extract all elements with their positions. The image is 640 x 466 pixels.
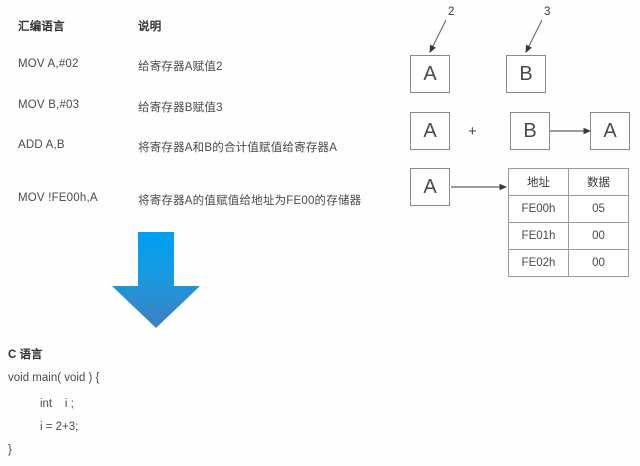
register-box-b-operand: B <box>510 112 550 150</box>
assembly-mnemonic: ADD A,B <box>18 139 65 151</box>
assembly-description: 将寄存器A的值赋值给地址为FE00的存储器 <box>138 195 362 207</box>
down-arrow-icon <box>104 228 208 332</box>
register-label: A <box>423 63 437 85</box>
assembly-row: MOV !FE00h,A 将寄存器A的值赋值给地址为FE00的存储器 <box>0 192 400 212</box>
assembly-col-header-description: 说明 <box>138 21 162 33</box>
c-code-line: void main( void ) { <box>8 372 100 384</box>
c-language-title: C 语言 <box>8 349 43 361</box>
register-box-a-operand: A <box>410 112 450 150</box>
memory-address-cell: FE01h <box>508 222 569 250</box>
plus-operator: + <box>468 123 477 140</box>
assembly-col-header-language: 汇编语言 <box>18 21 65 33</box>
assembly-row: ADD A,B 将寄存器A和B的合计值赋值给寄存器A <box>0 139 400 159</box>
memory-table: 地址 数据 FE00h 05 FE01h 00 FE02h 00 <box>508 168 629 277</box>
register-box-a: A <box>410 55 450 93</box>
register-box-a-source: A <box>410 168 450 206</box>
register-label: B <box>519 63 533 85</box>
callout-number-3: 3 <box>544 6 551 18</box>
register-label: A <box>423 176 437 198</box>
register-label: A <box>603 120 617 142</box>
memory-table-row: FE00h 05 <box>508 195 629 223</box>
assembly-mnemonic: MOV A,#02 <box>18 58 79 70</box>
memory-col-header-data: 数据 <box>568 168 629 196</box>
assembly-mnemonic: MOV !FE00h,A <box>18 192 98 204</box>
assembly-description: 将寄存器A和B的合计值赋值给寄存器A <box>138 142 338 154</box>
c-code-line: int i ; <box>8 398 74 410</box>
register-box-b: B <box>506 55 546 93</box>
assembly-description: 给寄存器A赋值2 <box>138 61 223 73</box>
memory-data-cell: 05 <box>568 195 629 223</box>
register-memory-diagram: 2 3 A B A + B A A 地址 数据 <box>400 0 640 300</box>
c-code-line: i = 2+3; <box>8 421 79 433</box>
callout-number-2: 2 <box>448 6 455 18</box>
memory-col-header-address: 地址 <box>508 168 569 196</box>
memory-address-cell: FE02h <box>508 249 569 277</box>
memory-table-row: FE02h 00 <box>508 249 629 277</box>
register-label: A <box>423 120 437 142</box>
memory-table-row: FE01h 00 <box>508 222 629 250</box>
memory-data-cell: 00 <box>568 249 629 277</box>
assembly-description: 给寄存器B赋值3 <box>138 102 223 114</box>
memory-data-cell: 00 <box>568 222 629 250</box>
assembly-header-row: 汇编语言 说明 <box>0 18 400 38</box>
assembly-row: MOV B,#03 给寄存器B赋值3 <box>0 99 400 119</box>
callout-line-2 <box>429 19 447 53</box>
memory-table-header-row: 地址 数据 <box>508 168 629 196</box>
memory-address-cell: FE00h <box>508 195 569 223</box>
register-label: B <box>523 120 537 142</box>
c-code-line: } <box>8 444 12 456</box>
register-box-a-result: A <box>590 112 630 150</box>
assembly-row: MOV A,#02 给寄存器A赋值2 <box>0 58 400 78</box>
callout-line-3 <box>525 19 543 53</box>
assembly-mnemonic: MOV B,#03 <box>18 99 80 111</box>
